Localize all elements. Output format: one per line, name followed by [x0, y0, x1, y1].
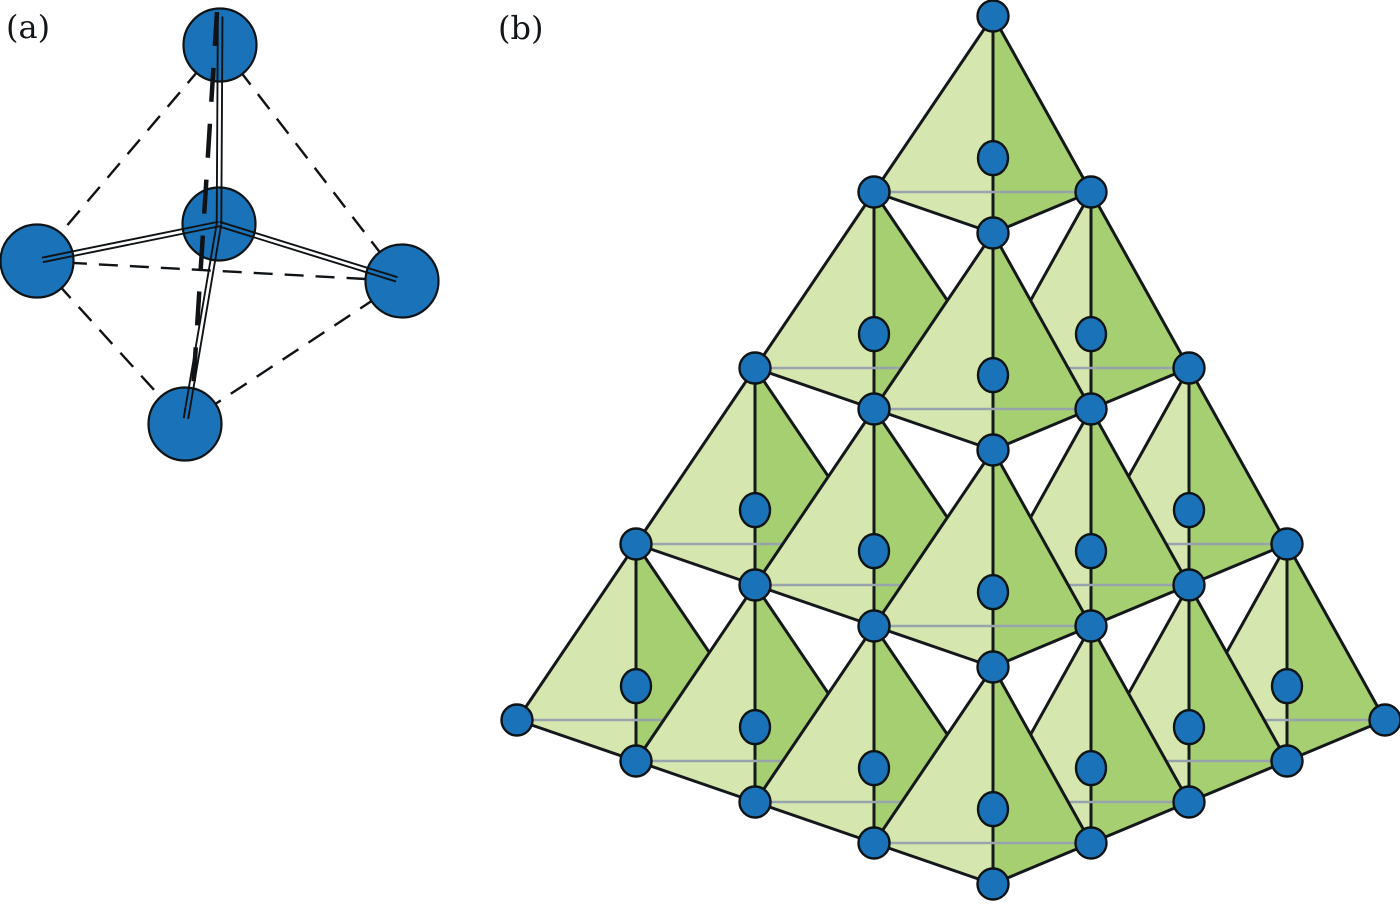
bond-line — [218, 225, 397, 283]
center-atom — [857, 749, 891, 787]
tetrahedron-dashed-edge — [36, 259, 403, 283]
center-atom — [857, 532, 891, 570]
corner-atom — [1074, 609, 1108, 643]
corner-atom — [976, 0, 1010, 33]
right-atom — [364, 243, 440, 319]
tetrahedron-right-face — [991, 14, 1093, 235]
tetrahedron-left-face — [634, 366, 757, 587]
corner-atom — [1172, 351, 1206, 385]
center-atom — [976, 139, 1010, 177]
corner-atom — [857, 826, 891, 860]
corner-atom — [976, 216, 1010, 250]
panel-a-single-tetrahedron — [0, 7, 440, 462]
tetrahedron-right-face — [1089, 624, 1191, 845]
tetrahedron-right-face — [1187, 366, 1289, 587]
tetrahedron-right-face — [1285, 542, 1387, 763]
center-atom — [976, 790, 1010, 828]
center-atom — [1074, 532, 1108, 570]
tetrahedron-right-face — [991, 231, 1093, 452]
corner-atom — [619, 527, 653, 561]
left-atom — [0, 223, 75, 299]
tetrahedron-unit — [872, 231, 1093, 452]
tetrahedron-unit — [872, 665, 1093, 886]
bond-line — [220, 16, 224, 225]
center-atom — [181, 186, 257, 262]
center-atom — [619, 667, 653, 705]
top-atom — [182, 7, 258, 83]
center-atom — [738, 708, 772, 746]
center-atom — [1074, 315, 1108, 353]
bond-line — [42, 225, 220, 264]
center-atom — [1172, 491, 1206, 529]
corner-atom — [738, 785, 772, 819]
tetrahedron-left-face — [872, 14, 995, 235]
corner-atom — [976, 867, 1010, 901]
bond-line — [41, 220, 219, 259]
corner-atom — [738, 568, 772, 602]
panel-a-label: (a) — [6, 8, 50, 46]
tetrahedron-unit — [872, 14, 1093, 235]
tetrahedron-right-face — [991, 448, 1093, 669]
bottom-atom — [147, 386, 223, 462]
corner-atom — [619, 744, 653, 778]
center-atom — [738, 491, 772, 529]
tetrahedron-unit — [872, 448, 1093, 669]
center-atom — [1270, 667, 1304, 705]
tetrahedron-right-face — [1089, 190, 1191, 411]
bond-line — [182, 223, 218, 419]
corner-atom — [857, 392, 891, 426]
bond-line — [215, 16, 219, 224]
corner-atom — [738, 351, 772, 385]
corner-atom — [857, 175, 891, 209]
tetrahedron-dashed-edge — [219, 44, 403, 282]
corner-atom — [976, 433, 1010, 467]
panel-b-tetrahedra-pyramid — [500, 0, 1400, 901]
bond-line — [187, 224, 223, 420]
center-atom — [976, 573, 1010, 611]
center-atom — [1172, 708, 1206, 746]
tetrahedron-dashed-edge — [184, 279, 403, 426]
tetrahedron-right-face — [991, 665, 1093, 886]
tetrahedron-right-face — [1187, 583, 1289, 804]
center-atom — [857, 315, 891, 353]
tetrahedron-left-face — [753, 190, 876, 411]
corner-atom — [500, 703, 534, 737]
hidden-axis-edge — [190, 11, 220, 392]
panel-b-label: (b) — [498, 9, 543, 47]
corner-atom — [1368, 703, 1400, 737]
corner-atom — [1172, 568, 1206, 602]
corner-atom — [1172, 785, 1206, 819]
corner-atom — [976, 650, 1010, 684]
center-atom — [1074, 749, 1108, 787]
tetrahedron-left-face — [515, 542, 638, 763]
corner-atom — [857, 609, 891, 643]
corner-atom — [1074, 175, 1108, 209]
corner-atom — [1074, 392, 1108, 426]
corner-atom — [1074, 826, 1108, 860]
center-atom — [976, 356, 1010, 394]
tetrahedron-right-face — [1089, 407, 1191, 628]
corner-atom — [1270, 527, 1304, 561]
corner-atom — [1270, 744, 1304, 778]
bond-line — [219, 220, 398, 279]
tetrahedron-dashed-edge — [36, 44, 221, 262]
